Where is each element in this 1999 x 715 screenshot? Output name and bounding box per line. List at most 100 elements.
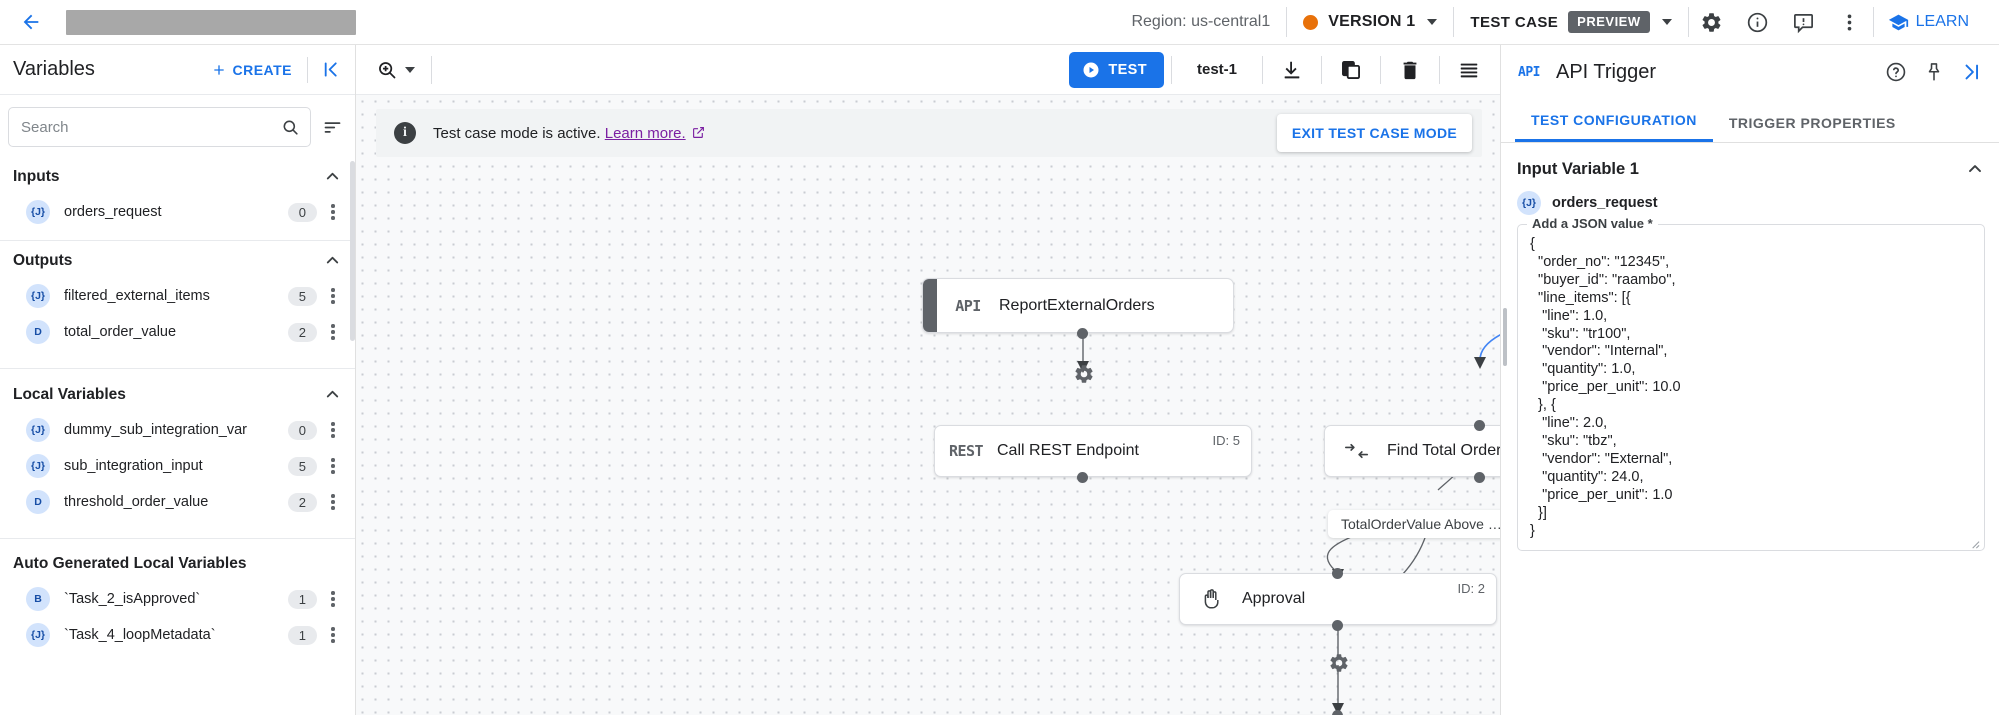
variable-type-badge: {J}	[26, 454, 50, 478]
list-item[interactable]: {J} dummy_sub_integration_var 0	[0, 412, 355, 448]
input-variable-header[interactable]: Input Variable 1	[1517, 159, 1985, 179]
version-selector[interactable]: VERSION 1	[1287, 13, 1453, 31]
node-connector-dot[interactable]	[1332, 568, 1343, 579]
chevron-up-icon[interactable]	[1965, 159, 1985, 179]
pin-icon[interactable]	[1915, 53, 1953, 91]
row-menu-icon[interactable]	[322, 288, 344, 304]
api-icon: API	[955, 296, 981, 315]
row-menu-icon[interactable]	[322, 204, 344, 220]
workflow-canvas[interactable]: i Test case mode is active. Learn more. …	[356, 95, 1500, 715]
edge-gear-icon[interactable]	[1073, 363, 1095, 385]
list-item[interactable]: B `Task_2_isApproved` 1	[0, 581, 355, 617]
external-link-icon	[692, 126, 704, 138]
test-label: TEST	[1108, 61, 1147, 78]
node-approval[interactable]: Approval ID: 2	[1179, 573, 1497, 625]
section-header-local-variables[interactable]: Local Variables	[0, 369, 355, 412]
variable-name: `Task_2_isApproved`	[64, 591, 201, 607]
panel-header: API API Trigger	[1501, 45, 1999, 99]
variable-name: `Task_4_loopMetadata`	[64, 627, 216, 643]
row-menu-icon[interactable]	[322, 591, 344, 607]
banner-text: Test case mode is active. Learn more.	[433, 125, 705, 142]
banner-message: Test case mode is active.	[433, 124, 601, 142]
node-connector-dot[interactable]	[1077, 328, 1088, 339]
list-item[interactable]: {J} `Task_4_loopMetadata` 1	[0, 617, 355, 653]
sidebar-scrollbar[interactable]	[350, 157, 355, 715]
variable-name: filtered_external_items	[64, 288, 210, 304]
back-arrow-icon[interactable]	[14, 5, 48, 39]
list-item[interactable]: D total_order_value 2	[0, 314, 355, 350]
more-vert-icon[interactable]	[1827, 0, 1873, 45]
info-icon[interactable]	[1735, 0, 1781, 45]
duplicate-icon[interactable]	[1329, 48, 1373, 92]
collapse-right-icon[interactable]	[1953, 53, 1991, 91]
tab-test-configuration[interactable]: TEST CONFIGURATION	[1515, 112, 1713, 142]
section-title: Auto Generated Local Variables	[13, 555, 247, 572]
edge-condition-label[interactable]: TotalOrderValue Above …	[1328, 510, 1500, 538]
node-body: ReportExternalOrders	[999, 297, 1233, 315]
row-menu-icon[interactable]	[322, 458, 344, 474]
test-case-selector[interactable]: TEST CASE PREVIEW	[1454, 11, 1687, 33]
variable-name: sub_integration_input	[64, 458, 203, 474]
play-icon	[1083, 62, 1099, 77]
search-input[interactable]	[21, 118, 281, 136]
row-menu-icon[interactable]	[322, 324, 344, 340]
node-title: Approval	[1242, 590, 1306, 607]
tab-trigger-properties[interactable]: TRIGGER PROPERTIES	[1728, 115, 1896, 131]
section-title: Inputs	[13, 167, 60, 185]
node-accent-bar	[923, 279, 937, 332]
exit-test-case-mode-button[interactable]: EXIT TEST CASE MODE	[1276, 114, 1472, 152]
row-menu-icon[interactable]	[322, 422, 344, 438]
zoom-in-icon	[379, 61, 396, 78]
panel-scrollbar[interactable]	[1503, 308, 1507, 366]
zoom-control[interactable]	[365, 59, 424, 81]
list-item[interactable]: {J} sub_integration_input 5	[0, 448, 355, 484]
json-value-field[interactable]: Add a JSON value * { "order_no": "12345"…	[1517, 216, 1985, 552]
node-connector-dot[interactable]	[1474, 472, 1485, 483]
node-call-rest-endpoint[interactable]: REST Call REST Endpoint ID: 5	[934, 425, 1252, 477]
variable-count: 0	[287, 202, 317, 222]
list-item[interactable]: D threshold_order_value 2	[0, 484, 355, 520]
divider	[1439, 55, 1440, 84]
collapse-sidebar-icon[interactable]	[315, 55, 345, 85]
node-connector-dot[interactable]	[1332, 620, 1343, 631]
json-field-label: Add a JSON value *	[1527, 216, 1658, 231]
sort-filter-icon[interactable]	[317, 112, 347, 142]
node-report-external-orders[interactable]: API ReportExternalOrders	[922, 278, 1234, 333]
test-button[interactable]: TEST	[1069, 51, 1164, 88]
list-item[interactable]: {J} orders_request 0	[0, 194, 355, 230]
learn-button[interactable]: LEARN	[1874, 12, 1985, 33]
help-icon[interactable]	[1877, 53, 1915, 91]
page-title: Variables	[13, 58, 95, 80]
row-menu-icon[interactable]	[322, 627, 344, 643]
variable-count: 2	[287, 492, 317, 512]
search-box[interactable]	[8, 107, 311, 147]
section-header-outputs[interactable]: Outputs	[0, 241, 355, 278]
node-connector-dot[interactable]	[1077, 472, 1088, 483]
test-case-name: test-1	[1196, 61, 1237, 78]
chevron-up-icon	[323, 251, 342, 270]
section-header-auto-generated[interactable]: Auto Generated Local Variables	[0, 539, 355, 581]
variable-count: 5	[287, 286, 317, 306]
list-item[interactable]: {J} filtered_external_items 5	[0, 278, 355, 314]
download-icon[interactable]	[1270, 48, 1314, 92]
divider	[1262, 55, 1263, 84]
section-header-inputs[interactable]: Inputs	[0, 157, 355, 194]
node-connector-dot[interactable]	[1474, 420, 1485, 431]
delete-icon[interactable]	[1388, 48, 1432, 92]
node-connector-dot[interactable]	[1332, 710, 1343, 715]
version-status-dot	[1303, 14, 1319, 30]
edge-gear-icon[interactable]	[1328, 652, 1350, 674]
data-mapping-icon	[1325, 441, 1387, 461]
resize-handle[interactable]	[1969, 536, 1980, 549]
learn-more-link[interactable]: Learn more.	[604, 124, 686, 142]
feedback-icon[interactable]	[1781, 0, 1827, 45]
create-variable-button[interactable]: CREATE	[203, 56, 300, 84]
gear-icon[interactable]	[1689, 0, 1735, 45]
search-icon	[283, 120, 298, 135]
row-menu-icon[interactable]	[322, 494, 344, 510]
section-auto-generated-local-variables: Auto Generated Local Variables B `Task_2…	[0, 539, 355, 653]
list-icon[interactable]	[1447, 48, 1491, 92]
variable-type-badge: {J}	[26, 284, 50, 308]
node-find-total-order-price[interactable]: Find Total Order Price ID: 1	[1324, 425, 1500, 477]
json-value-text[interactable]: { "order_no": "12345", "buyer_id": "raam…	[1530, 236, 1681, 539]
